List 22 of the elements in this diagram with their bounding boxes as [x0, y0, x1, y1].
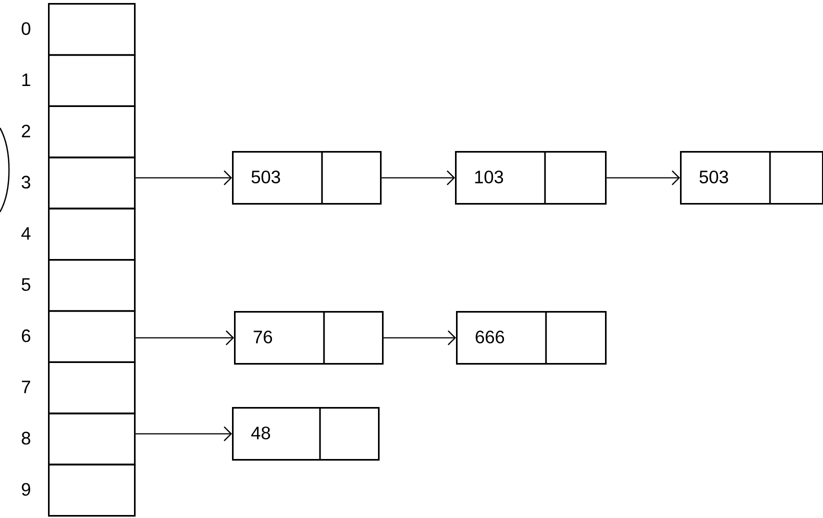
index-number: 3 [22, 176, 30, 189]
index-number: 1 [22, 74, 30, 86]
index-number: 6 [22, 329, 30, 342]
arrow [384, 330, 456, 346]
arrow [136, 426, 232, 442]
arrow [382, 170, 455, 186]
index-number: 9 [22, 483, 30, 496]
list-node: 503 [680, 151, 823, 205]
list-node: 666 [456, 311, 607, 365]
index-number: 8 [22, 432, 30, 445]
index-number: 4 [21, 227, 30, 240]
arrow [136, 170, 232, 186]
arrow [136, 330, 234, 346]
list-node: 48 [232, 407, 380, 461]
index-number: 2 [22, 124, 30, 138]
list-node: 76 [234, 311, 384, 365]
list-node: 503 [232, 151, 382, 205]
index-number: 0 [22, 22, 30, 35]
arrow [606, 170, 680, 186]
index-number: 7 [22, 380, 30, 394]
list-node: 103 [455, 151, 607, 205]
index-number: 5 [22, 278, 30, 291]
